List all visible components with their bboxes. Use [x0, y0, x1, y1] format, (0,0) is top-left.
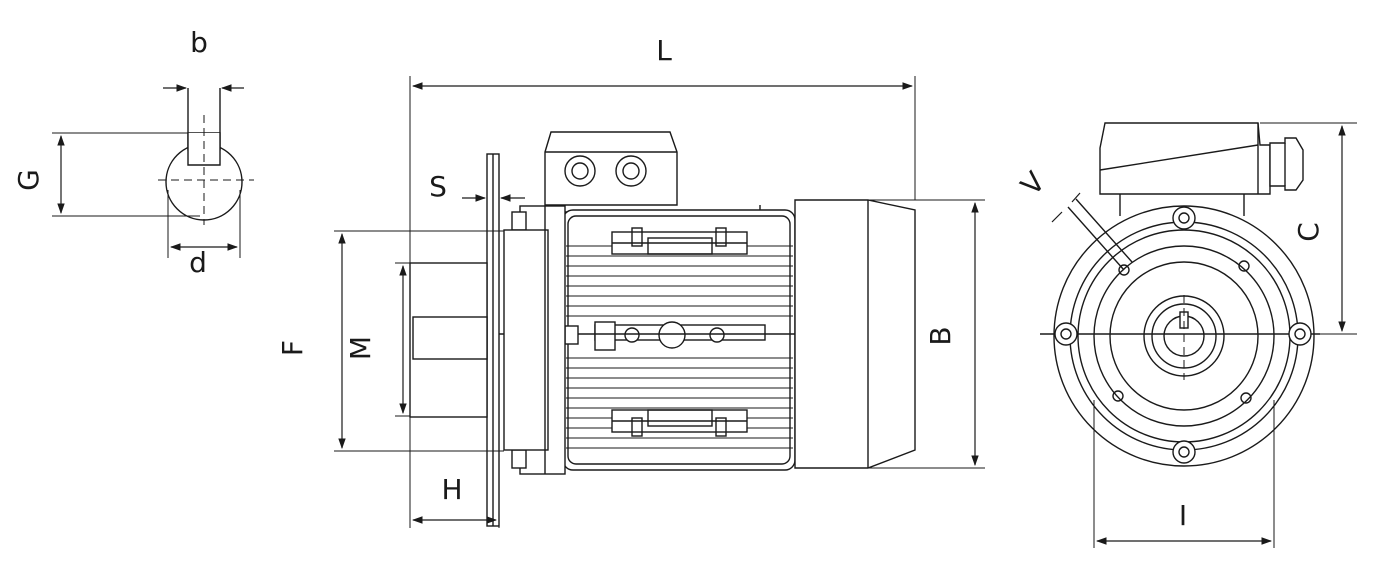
label-I: I: [1179, 499, 1187, 532]
flange-hub: [503, 229, 549, 451]
motor-side-view: L: [276, 34, 985, 528]
cooling-fins: [566, 245, 793, 449]
motor-front-view: V C I: [1014, 122, 1357, 548]
label-b: b: [190, 26, 208, 59]
label-d: d: [189, 246, 207, 279]
label-V: V: [1014, 165, 1051, 201]
bolt-head-bottom: [511, 449, 527, 469]
front-terminal-box-legs: [1119, 194, 1245, 216]
dim-v-tick-1: [1071, 192, 1081, 203]
label-F: F: [276, 340, 309, 356]
output-shaft: [412, 316, 488, 360]
cable-gland-right-outer: [615, 155, 647, 187]
front-terminal-box-lid: [1099, 144, 1259, 171]
label-G: G: [12, 169, 45, 191]
cable-gland-left-inner: [571, 162, 589, 180]
label-B: B: [924, 326, 957, 345]
dim-v-leader-1: [1067, 206, 1125, 271]
label-M: M: [344, 336, 377, 360]
flange-ring-4: [1093, 245, 1275, 427]
cable-gland-left-outer: [564, 155, 596, 187]
key-slot: [187, 133, 221, 166]
inner-bolt-holes: [1112, 260, 1252, 404]
label-C: C: [1292, 222, 1325, 242]
label-L: L: [656, 34, 672, 67]
label-S: S: [429, 170, 447, 203]
middle-rod: [594, 321, 766, 351]
dim-v-tick-2: [1051, 211, 1063, 223]
fan-cover: [794, 199, 916, 469]
bottom-foot-bracket: [611, 409, 748, 437]
front-terminal-box: [1099, 122, 1271, 195]
shaft-section-view: b G d: [12, 26, 254, 279]
bolt-head-top: [511, 211, 527, 231]
spigot-circle: [1109, 261, 1259, 411]
label-H: H: [441, 473, 462, 506]
dim-v-leader-2: [1075, 198, 1133, 263]
top-foot-bracket: [611, 227, 748, 255]
front-cable-gland: [1269, 137, 1304, 191]
cable-gland-right-inner: [622, 162, 640, 180]
mounting-holes: [1054, 206, 1312, 464]
